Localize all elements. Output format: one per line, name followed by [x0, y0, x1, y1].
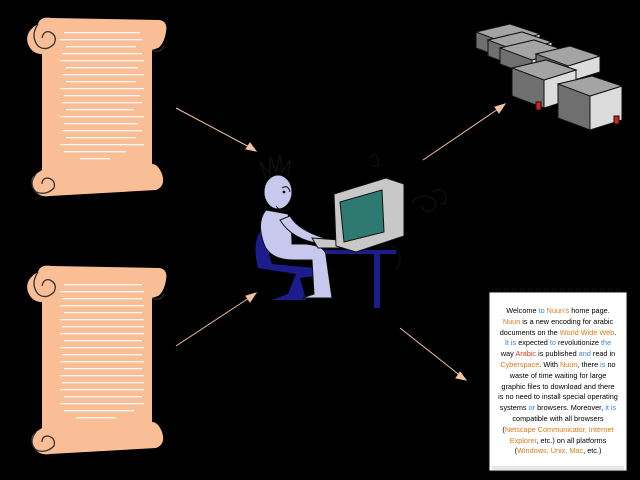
notepad-text-segment: and: [578, 349, 591, 359]
notepad-text-segment: , etc.): [583, 446, 602, 456]
notepad-text-segment: revolutionize: [555, 338, 601, 348]
arrow-icon: [175, 292, 258, 347]
notepad-text-segment: to: [538, 306, 545, 315]
notepad-text-segment: expected: [516, 338, 550, 348]
notepad-text-segment: Windows, Unix, Mac: [517, 446, 584, 456]
notepad-text-segment: home page.: [569, 306, 610, 315]
notepad-text-segment: Nuun: [560, 359, 578, 369]
notepad-text-segment: to: [549, 338, 556, 348]
notepad-text-segment: no waste of time waiting for large graph…: [498, 359, 618, 413]
notepad-text-segment: is published: [536, 349, 579, 359]
notepad-text-segment: Nuun: [502, 316, 521, 326]
notepad-text-segment: , there: [577, 359, 601, 369]
arrow-icon: [175, 107, 258, 152]
notepad-text-segment: World Wide Web: [559, 327, 615, 337]
notepad-text-segment: way: [500, 349, 516, 359]
scroll-top-icon: [27, 17, 167, 197]
notepad-icon: Welcome to Nuun's home page. Nuun is a n…: [488, 286, 628, 472]
books-stack-icon: [474, 23, 624, 131]
notepad-text: Welcome to Nuun's home page. Nuun is a n…: [498, 306, 618, 457]
notepad-text-segment: read in: [590, 349, 616, 359]
notepad-text-segment: Nuun's: [546, 306, 570, 315]
notepad-text-segment: browsers. Moreover,: [535, 403, 606, 413]
notepad-text-segment: .: [614, 327, 617, 337]
arrow-icon: [422, 103, 507, 161]
notepad-text-segment: Arabic: [515, 349, 537, 359]
notepad-text-segment: Welcome: [506, 306, 539, 315]
scroll-bottom-icon: [27, 265, 167, 455]
person-at-computer-icon: [255, 153, 448, 308]
notepad-text-segment: is a new encoding for arabic documents o…: [499, 316, 614, 337]
notepad-text-segment: , etc.) on all platforms (: [514, 435, 607, 456]
notepad-text-segment: Netscape Communicator, Internet Explorer: [504, 424, 614, 445]
notepad-text-segment: Cyberspace: [500, 359, 540, 369]
notepad-text-segment: It is: [504, 338, 517, 348]
notepad-text-segment: it is: [605, 403, 617, 413]
notepad-text-segment: is: [600, 359, 606, 369]
notepad-text-segment: the: [601, 338, 612, 348]
notepad-text-segment: . With: [539, 359, 560, 369]
arrow-icon: [399, 327, 468, 381]
notepad-paper: [488, 287, 628, 472]
notepad-text-segment: or: [528, 403, 536, 413]
notepad-text-segment: compatible with all browsers (: [502, 413, 604, 434]
